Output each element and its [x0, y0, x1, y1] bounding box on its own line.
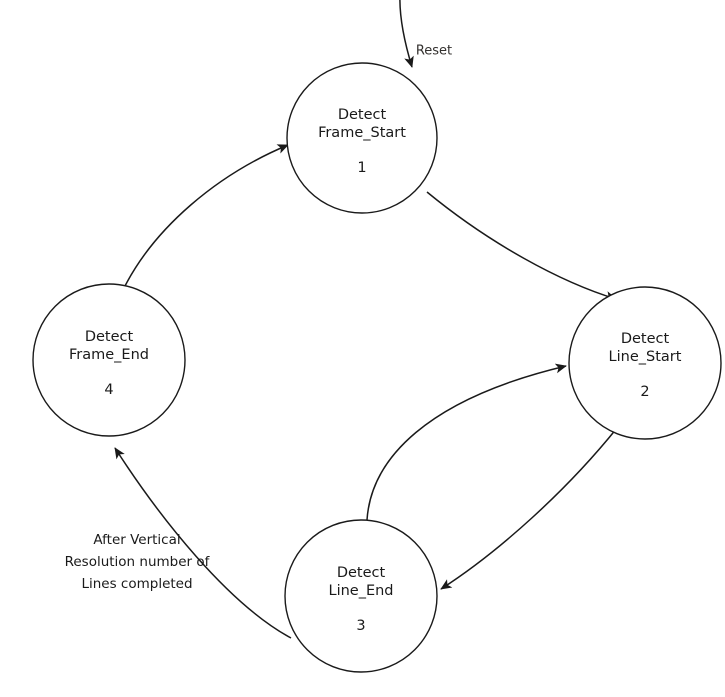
- transition-label-frame-end-line2: Resolution number of: [65, 554, 211, 570]
- transition-line-end-to-frame-end: [114, 447, 292, 639]
- state-circle-line-end[interactable]: [284, 519, 438, 673]
- transition-reset-arrow: [399, 0, 414, 68]
- state-label-frame-end-line2: Frame_End: [69, 347, 149, 363]
- transition-label-frame-end-line3: Lines completed: [81, 576, 192, 592]
- state-node-frame-end[interactable]: Detect Frame_End 4: [32, 283, 186, 437]
- transition-frame-start-to-line-start: [426, 191, 617, 301]
- state-node-frame-start[interactable]: Detect Frame_Start 1: [286, 62, 438, 214]
- state-circle-frame-end[interactable]: [32, 283, 186, 437]
- state-label-line-end-line1: Detect: [337, 565, 386, 581]
- transition-label-frame-end-line1: After Vertical: [93, 532, 180, 548]
- state-circle-frame-start[interactable]: [286, 62, 438, 214]
- state-number-line-start: 2: [640, 384, 649, 400]
- state-label-line-start-line1: Detect: [621, 331, 670, 347]
- state-label-frame-start-line2: Frame_Start: [318, 125, 406, 141]
- state-label-line-end-line2: Line_End: [328, 583, 393, 599]
- transition-frame-end-to-frame-start: [124, 144, 289, 287]
- state-circle-line-start[interactable]: [568, 286, 722, 440]
- state-node-line-start[interactable]: Detect Line_Start 2: [568, 286, 722, 440]
- state-label-frame-start-line1: Detect: [338, 107, 387, 123]
- transition-line-end-to-line-start: [366, 363, 567, 521]
- state-number-frame-start: 1: [357, 160, 366, 176]
- state-number-line-end: 3: [356, 618, 365, 634]
- state-number-frame-end: 4: [104, 382, 113, 398]
- state-node-line-end[interactable]: Detect Line_End 3: [284, 519, 438, 673]
- state-label-frame-end-line1: Detect: [85, 329, 134, 345]
- transition-line-start-to-line-end: [440, 427, 618, 590]
- state-label-line-start-line2: Line_Start: [609, 349, 682, 365]
- transition-label-reset: Reset: [416, 44, 452, 59]
